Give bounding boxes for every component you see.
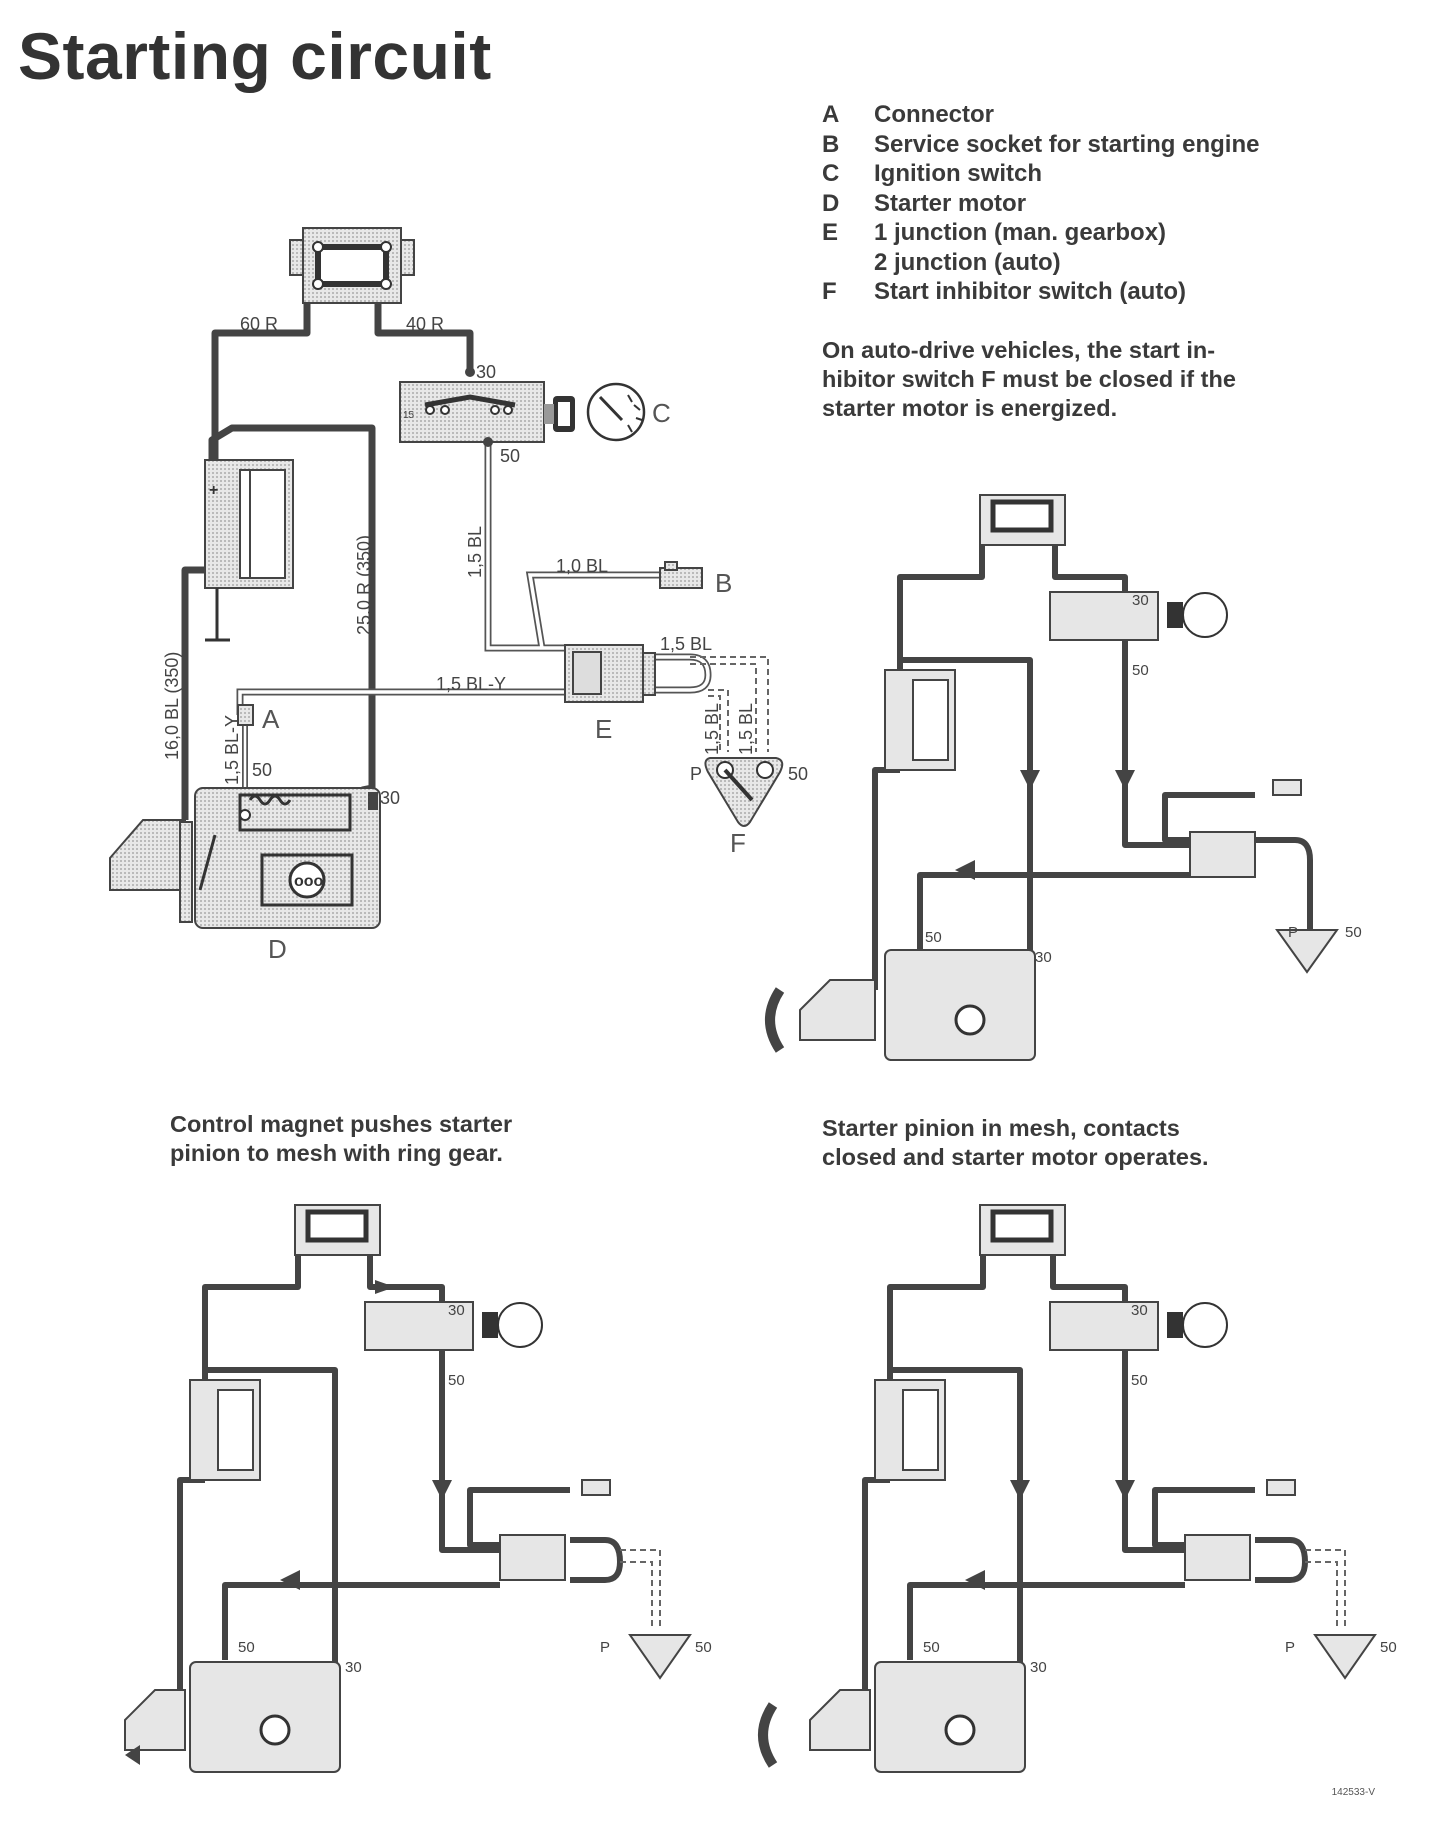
svg-text:+: + [209, 482, 218, 499]
battery: + [204, 459, 294, 642]
svg-text:50: 50 [695, 1639, 712, 1656]
label-f: F [730, 828, 746, 858]
label-160bl: 16,0 BL (350) [162, 652, 182, 760]
label-40r: 40 R [406, 314, 444, 334]
svg-text:30: 30 [1035, 949, 1052, 966]
connector-a [237, 704, 254, 726]
label-15bl-ign: 1,5 BL [465, 526, 485, 578]
figure-reference: 142533-V [1331, 1787, 1375, 1798]
label-15bl-f1: 1,5 BL [702, 703, 722, 755]
terminal-50-f: 50 [788, 764, 808, 784]
label-c: C [652, 398, 671, 428]
start-inhibitor-switch [704, 757, 784, 827]
svg-text:30: 30 [1132, 592, 1149, 609]
svg-text:50: 50 [1131, 1372, 1148, 1389]
label-250r: 25,0 R (350) [354, 535, 374, 635]
auto-drive-note: On auto-drive vehicles, the start in-hib… [822, 337, 1236, 421]
svg-text:ooo: ooo [294, 873, 324, 890]
starter-motor: ooo [109, 787, 381, 929]
svg-text:50: 50 [925, 929, 942, 946]
svg-text:30: 30 [1030, 1659, 1047, 1676]
terminal-30-starter: 30 [380, 788, 400, 808]
top-connector-block [289, 227, 415, 304]
terminal-30: 30 [476, 362, 496, 382]
label-d: D [268, 934, 287, 964]
wire-16bl [181, 566, 212, 820]
page-title: Starting circuit [18, 19, 492, 93]
label-e: E [595, 714, 612, 744]
label-15bly: 1,5 BL-Y [436, 674, 506, 694]
svg-text:30: 30 [345, 1659, 362, 1676]
svg-text:50: 50 [1345, 924, 1362, 941]
wire-60r [211, 300, 311, 470]
diagram-control-magnet: 30 50 50 30 P 50 [124, 1204, 712, 1773]
legend-item: 2 junction (auto) [874, 248, 1061, 276]
diagram-energized: 30 50 50 30 P 50 [765, 494, 1362, 1061]
svg-text:P: P [1288, 924, 1298, 941]
diagram-pinion-in-mesh: 30 50 50 30 P 50 [758, 1204, 1397, 1773]
svg-text:P: P [1285, 1639, 1295, 1656]
wire-40r [374, 300, 474, 372]
label-10bl: 1,0 BL [556, 556, 608, 576]
label-15bl-f2: 1,5 BL [736, 703, 756, 755]
svg-text:30: 30 [1131, 1302, 1148, 1319]
svg-text:50: 50 [448, 1372, 465, 1389]
label-15bl-e: 1,5 BL [660, 634, 712, 654]
service-socket [659, 561, 703, 589]
terminal-50: 50 [500, 446, 520, 466]
junction-e [564, 644, 656, 703]
terminal-50-starter: 50 [252, 760, 272, 780]
svg-text:50: 50 [923, 1639, 940, 1656]
ignition-switch [399, 367, 646, 447]
label-a: A [262, 704, 280, 734]
svg-text:30: 30 [448, 1302, 465, 1319]
svg-text:50: 50 [1380, 1639, 1397, 1656]
label-15bly-v: 1,5 BL-Y [222, 715, 242, 785]
svg-text:50: 50 [238, 1639, 255, 1656]
svg-text:50: 50 [1132, 662, 1149, 679]
label-b: B [715, 568, 732, 598]
terminal-15: 15 [403, 410, 415, 421]
label-60r: 60 R [240, 314, 278, 334]
svg-text:P: P [600, 1639, 610, 1656]
terminal-p: P [690, 764, 702, 784]
